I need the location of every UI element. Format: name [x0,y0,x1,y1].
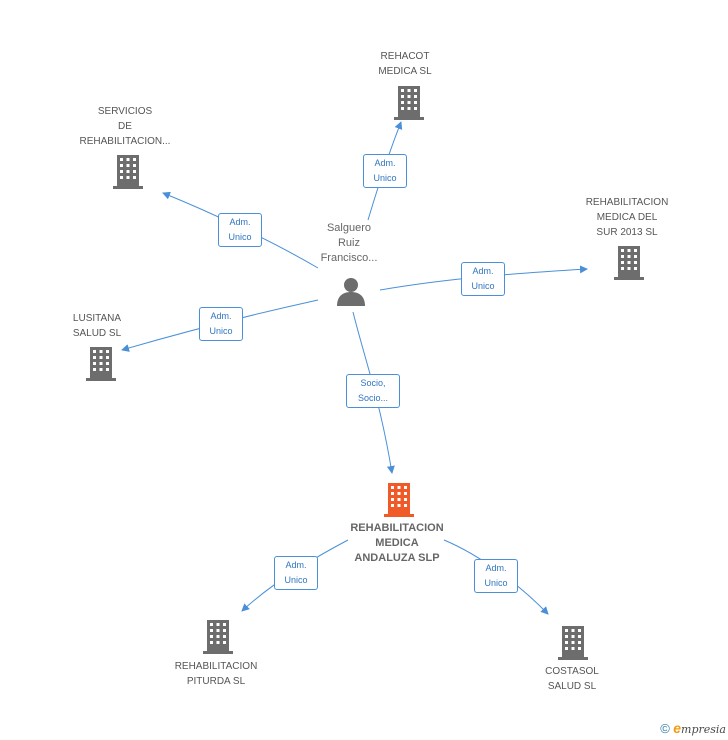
building-icon[interactable] [113,155,143,189]
company-name-servicios[interactable]: SERVICIOS DE REHABILITACION... [79,106,171,147]
building-icon[interactable] [558,626,588,660]
building-icon[interactable] [614,246,644,280]
company-name-sur2013[interactable]: REHABILITACION MEDICA DEL SUR 2013 SL [585,197,669,238]
building-icon[interactable] [394,86,424,120]
company-name-lusitana[interactable]: LUSITANA SALUD SL [72,313,122,339]
relation-label-servicios[interactable]: Adm. Unico [218,213,262,247]
person-icon[interactable] [336,276,366,306]
footer-brand[interactable]: © empresia [660,720,726,736]
brand-logo-text: mpresia [681,723,726,736]
copyright-icon: © [660,721,670,736]
company-name-piturda[interactable]: REHABILITACION PITURDA SL [174,661,258,687]
brand-logo-initial: e [673,720,682,736]
relation-label-costasol[interactable]: Adm. Unico [474,559,518,593]
company-name-costasol[interactable]: COSTASOL SALUD SL [545,666,599,692]
building-icon[interactable] [203,620,233,654]
company-name-rehacot[interactable]: REHACOT MEDICA SL [378,51,432,77]
person-name[interactable]: Salguero Ruiz Francisco... [320,222,378,264]
main-company-name[interactable]: REHABILITACION MEDICA ANDALUZA SLP [350,522,444,564]
relation-label-lusitana[interactable]: Adm. Unico [199,307,243,341]
relation-label-rehacot[interactable]: Adm. Unico [363,154,407,188]
relation-label-main[interactable]: Socio, Socio... [346,374,400,408]
building-icon[interactable] [86,347,116,381]
main-building-icon[interactable] [384,483,414,517]
relation-label-sur2013[interactable]: Adm. Unico [461,262,505,296]
relation-label-piturda[interactable]: Adm. Unico [274,556,318,590]
